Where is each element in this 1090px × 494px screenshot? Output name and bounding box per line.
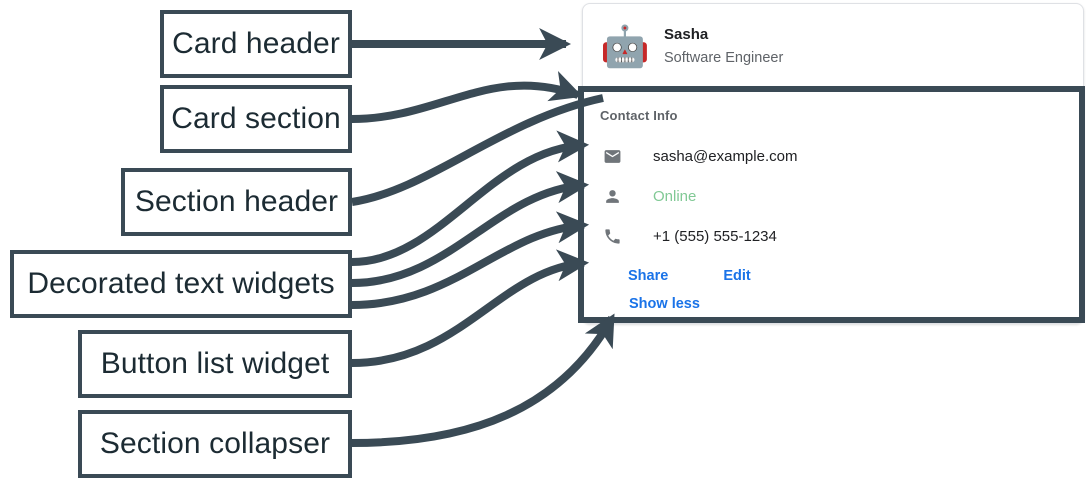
email-icon: [600, 144, 624, 168]
person-icon: [600, 184, 624, 208]
arrow-card-section: [351, 70, 583, 123]
card-section: Contact Info sasha@example.com Online: [583, 92, 1083, 323]
section-header: Contact Info: [600, 108, 678, 123]
arrow-section-collapser: [351, 313, 616, 447]
card-header: 🤖 Sasha Software Engineer: [583, 4, 1083, 89]
annotation-box-button-list: Button list widget: [78, 330, 352, 398]
phone-value: +1 (555) 555-1234: [653, 227, 777, 245]
robot-avatar-icon: 🤖: [600, 23, 650, 70]
profile-card: 🤖 Sasha Software Engineer Contact Info s…: [582, 3, 1084, 324]
card-header-title: Sasha: [664, 25, 709, 43]
annotation-label-decorated-text: Decorated text widgets: [27, 267, 335, 300]
annotation-label-button-list: Button list widget: [100, 347, 330, 380]
annotation-box-decorated-text: Decorated text widgets: [10, 250, 352, 318]
arrow-decorated-text-status: [351, 171, 590, 287]
share-button[interactable]: Share: [628, 268, 669, 284]
card-header-text: Sasha Software Engineer: [664, 25, 783, 69]
edit-button[interactable]: Edit: [723, 268, 751, 284]
email-value: sasha@example.com: [653, 147, 798, 165]
annotation-box-section-collapser: Section collapser: [78, 410, 352, 478]
status-value: Online: [653, 187, 697, 205]
decorated-text-widget-phone: +1 (555) 555-1234: [600, 216, 1083, 256]
arrow-decorated-text-phone: [351, 211, 590, 309]
button-list-widget: Share Edit: [600, 259, 1083, 293]
section-collapser-button[interactable]: Show less: [629, 296, 700, 312]
annotation-label-section-collapser: Section collapser: [99, 427, 331, 460]
decorated-text-widget-status: Online: [600, 176, 1083, 216]
annotation-label-card-header: Card header: [172, 27, 340, 60]
phone-icon: [600, 224, 624, 248]
decorated-text-widget-email: sasha@example.com: [600, 136, 1083, 176]
annotation-box-card-section: Card section: [160, 85, 352, 153]
arrow-button-list: [351, 249, 590, 367]
arrow-section-header: [351, 94, 604, 206]
card-header-subtitle: Software Engineer: [664, 49, 784, 66]
arrow-decorated-text-email: [351, 130, 590, 266]
annotation-label-card-section: Card section: [171, 102, 341, 135]
annotation-label-section-header: Section header: [134, 185, 339, 218]
annotation-box-section-header: Section header: [121, 168, 352, 236]
annotation-box-card-header: Card header: [160, 10, 352, 78]
